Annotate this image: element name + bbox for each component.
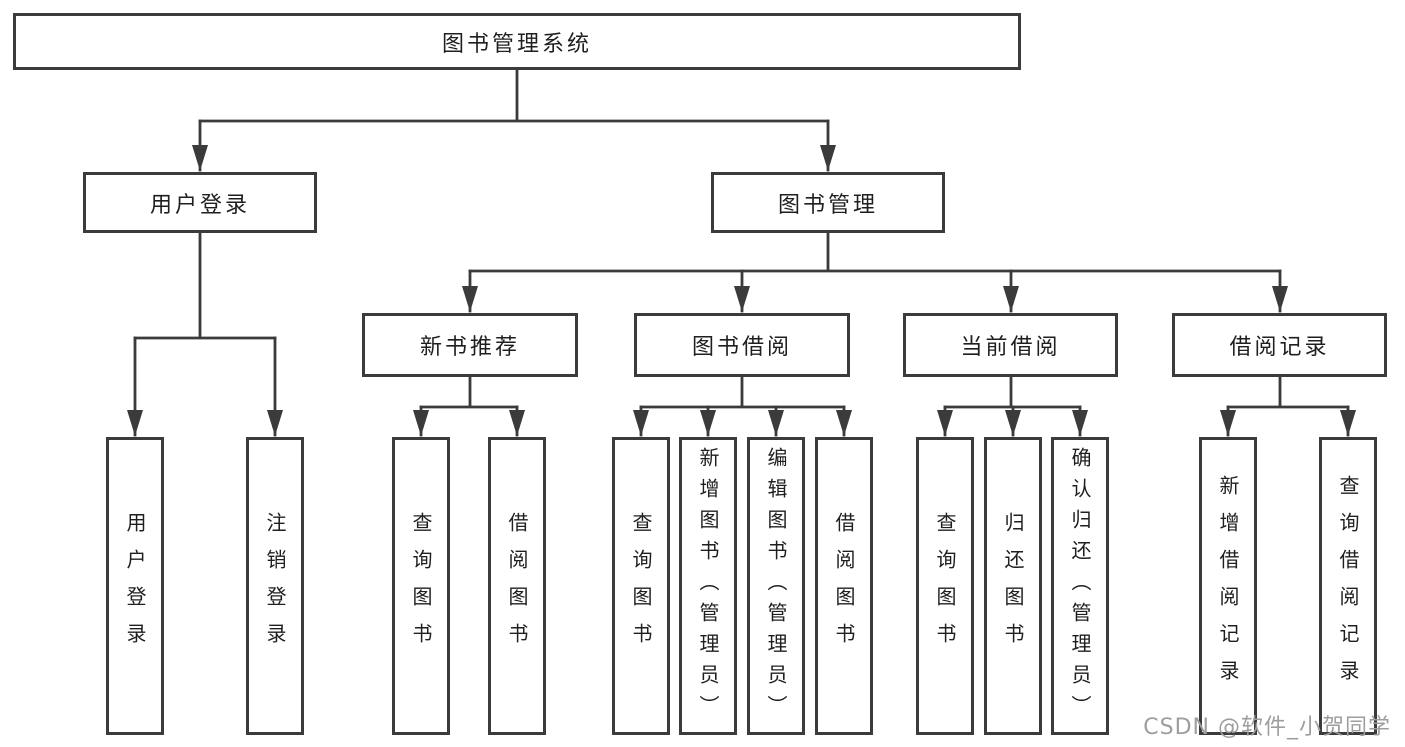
node-borrow-records: 借阅记录	[1172, 313, 1387, 377]
leaf-user-login: 用户登录	[106, 437, 164, 735]
leaf-confirm-return-admin: 确认归还（管理员）	[1051, 437, 1109, 735]
leaf-edit-book-admin: 编辑图书（管理员）	[747, 437, 805, 735]
csdn-watermark: CSDN @软件_小贺同学	[1143, 715, 1391, 740]
leaf-add-book-admin: 新增图书（管理员）	[679, 437, 737, 735]
node-user-login: 用户登录	[83, 172, 317, 233]
leaf-add-borrow-record: 新增借阅记录	[1199, 437, 1257, 735]
node-book-management: 图书管理	[711, 172, 945, 233]
leaf-query-borrow-record: 查询借阅记录	[1319, 437, 1377, 735]
leaf-borrow-book-2: 借阅图书	[815, 437, 873, 735]
leaf-return-book: 归还图书	[984, 437, 1042, 735]
node-new-book-recommend: 新书推荐	[362, 313, 578, 377]
node-root-title: 图书管理系统	[13, 13, 1021, 70]
node-current-borrowing: 当前借阅	[903, 313, 1118, 377]
leaf-query-book-2: 查询图书	[612, 437, 670, 735]
leaf-logout: 注销登录	[246, 437, 304, 735]
leaf-query-book-1: 查询图书	[392, 437, 450, 735]
node-book-borrowing: 图书借阅	[634, 313, 850, 377]
leaf-borrow-book-1: 借阅图书	[488, 437, 546, 735]
leaf-query-book-3: 查询图书	[916, 437, 974, 735]
